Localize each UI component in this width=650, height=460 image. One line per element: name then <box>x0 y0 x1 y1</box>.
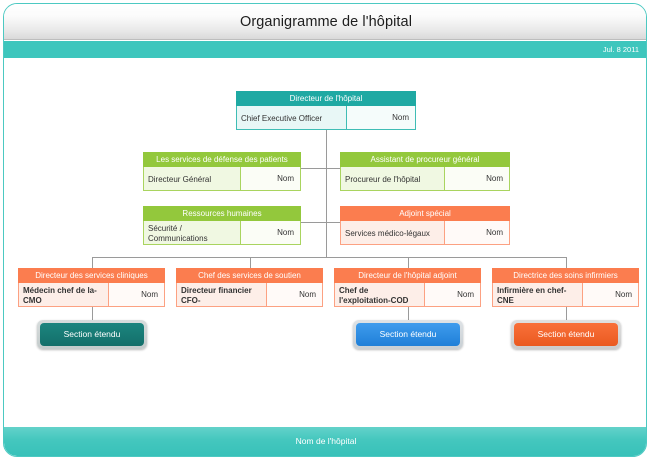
node-name[interactable]: Nom <box>445 221 509 244</box>
connector-drop-3 <box>408 257 409 268</box>
connector-stub-left-1 <box>301 168 327 169</box>
connector-stub-right-2 <box>326 222 340 223</box>
node-role: Directeur financier CFO- <box>177 283 267 306</box>
connector-drop-4 <box>566 257 567 268</box>
node-body: Infirmière en chef-CNE Nom <box>492 283 639 307</box>
document-frame: Organigramme de l'hôpital Jul. 8 2011 <box>3 3 647 457</box>
title-bar: Organigramme de l'hôpital <box>4 4 646 40</box>
node-ressources-humaines[interactable]: Ressources humaines Sécurité / Communica… <box>143 206 301 245</box>
connector-stub-left-2 <box>301 222 327 223</box>
connector-bus <box>92 257 567 258</box>
node-header: Assistant de procureur général <box>340 152 510 167</box>
node-name[interactable]: Nom <box>266 283 322 306</box>
node-body: Chief Executive Officer Nom <box>236 106 416 130</box>
node-name[interactable]: Nom <box>424 283 480 306</box>
node-body: Procureur de l'hôpital Nom <box>340 167 510 191</box>
node-header: Directeur de l'hôpital <box>236 91 416 106</box>
node-body: Directeur financier CFO- Nom <box>176 283 323 307</box>
node-services-defense-patients[interactable]: Les services de défense des patients Dir… <box>143 152 301 191</box>
node-name[interactable]: Nom <box>445 167 509 190</box>
node-header: Adjoint spécial <box>340 206 510 221</box>
node-role: Procureur de l'hôpital <box>341 167 446 190</box>
node-name[interactable]: Nom <box>108 283 164 306</box>
section-button-nursing[interactable]: Section étendu <box>511 320 621 349</box>
node-name[interactable]: Nom <box>347 106 415 129</box>
node-name[interactable]: Nom <box>582 283 638 306</box>
node-header: Directeur de l'hôpital adjoint <box>334 268 481 283</box>
page-title: Organigramme de l'hôpital <box>239 14 413 30</box>
date-label: Jul. 8 2011 <box>602 45 639 54</box>
node-directeur-hopital-adjoint[interactable]: Directeur de l'hôpital adjoint Chef de l… <box>334 268 481 307</box>
node-role: Chief Executive Officer <box>237 106 348 129</box>
connector-trunk-main <box>326 130 327 257</box>
node-assistant-procureur-general[interactable]: Assistant de procureur général Procureur… <box>340 152 510 191</box>
connector-drop-2 <box>250 257 251 268</box>
node-role: Chef de l'exploitation-COD <box>335 283 425 306</box>
node-header: Les services de défense des patients <box>143 152 301 167</box>
node-name[interactable]: Nom <box>240 221 300 244</box>
connector-stub-right-1 <box>326 168 340 169</box>
connector-section-drop-1 <box>92 307 93 323</box>
footer-bar: Nom de l'hôpital <box>4 427 646 456</box>
node-root-directeur-hopital[interactable]: Directeur de l'hôpital Chief Executive O… <box>236 91 416 130</box>
section-button-label: Section étendu <box>356 323 460 346</box>
node-header: Chef des services de soutien <box>176 268 323 283</box>
node-directeur-services-cliniques[interactable]: Directeur des services cliniques Médecin… <box>18 268 165 307</box>
node-role: Infirmière en chef-CNE <box>493 283 583 306</box>
section-button-label: Section étendu <box>514 323 618 346</box>
section-button-adjoint[interactable]: Section étendu <box>353 320 463 349</box>
node-header: Ressources humaines <box>143 206 301 221</box>
node-directrice-soins-infirmiers[interactable]: Directrice des soins infirmiers Infirmiè… <box>492 268 639 307</box>
node-role: Médecin chef de la-CMO <box>19 283 109 306</box>
node-body: Chef de l'exploitation-COD Nom <box>334 283 481 307</box>
node-body: Directeur Général Nom <box>143 167 301 191</box>
node-role: Sécurité / Communications <box>144 221 241 244</box>
connector-section-drop-2 <box>408 307 409 323</box>
node-adjoint-special[interactable]: Adjoint spécial Services médico-légaux N… <box>340 206 510 245</box>
node-body: Médecin chef de la-CMO Nom <box>18 283 165 307</box>
node-body: Services médico-légaux Nom <box>340 221 510 245</box>
date-band: Jul. 8 2011 <box>4 41 646 58</box>
connector-drop-1 <box>92 257 93 268</box>
connector-section-drop-3 <box>566 307 567 323</box>
chart-canvas: Directeur de l'hôpital Chief Executive O… <box>4 58 646 429</box>
node-chef-services-soutien[interactable]: Chef des services de soutien Directeur f… <box>176 268 323 307</box>
node-name[interactable]: Nom <box>240 167 300 190</box>
node-header: Directrice des soins infirmiers <box>492 268 639 283</box>
node-role: Services médico-légaux <box>341 221 446 244</box>
node-header: Directeur des services cliniques <box>18 268 165 283</box>
node-role: Directeur Général <box>144 167 241 190</box>
section-button-label: Section étendu <box>40 323 144 346</box>
section-button-clinical[interactable]: Section étendu <box>37 320 147 349</box>
footer-label: Nom de l'hôpital <box>295 436 357 446</box>
node-body: Sécurité / Communications Nom <box>143 221 301 245</box>
